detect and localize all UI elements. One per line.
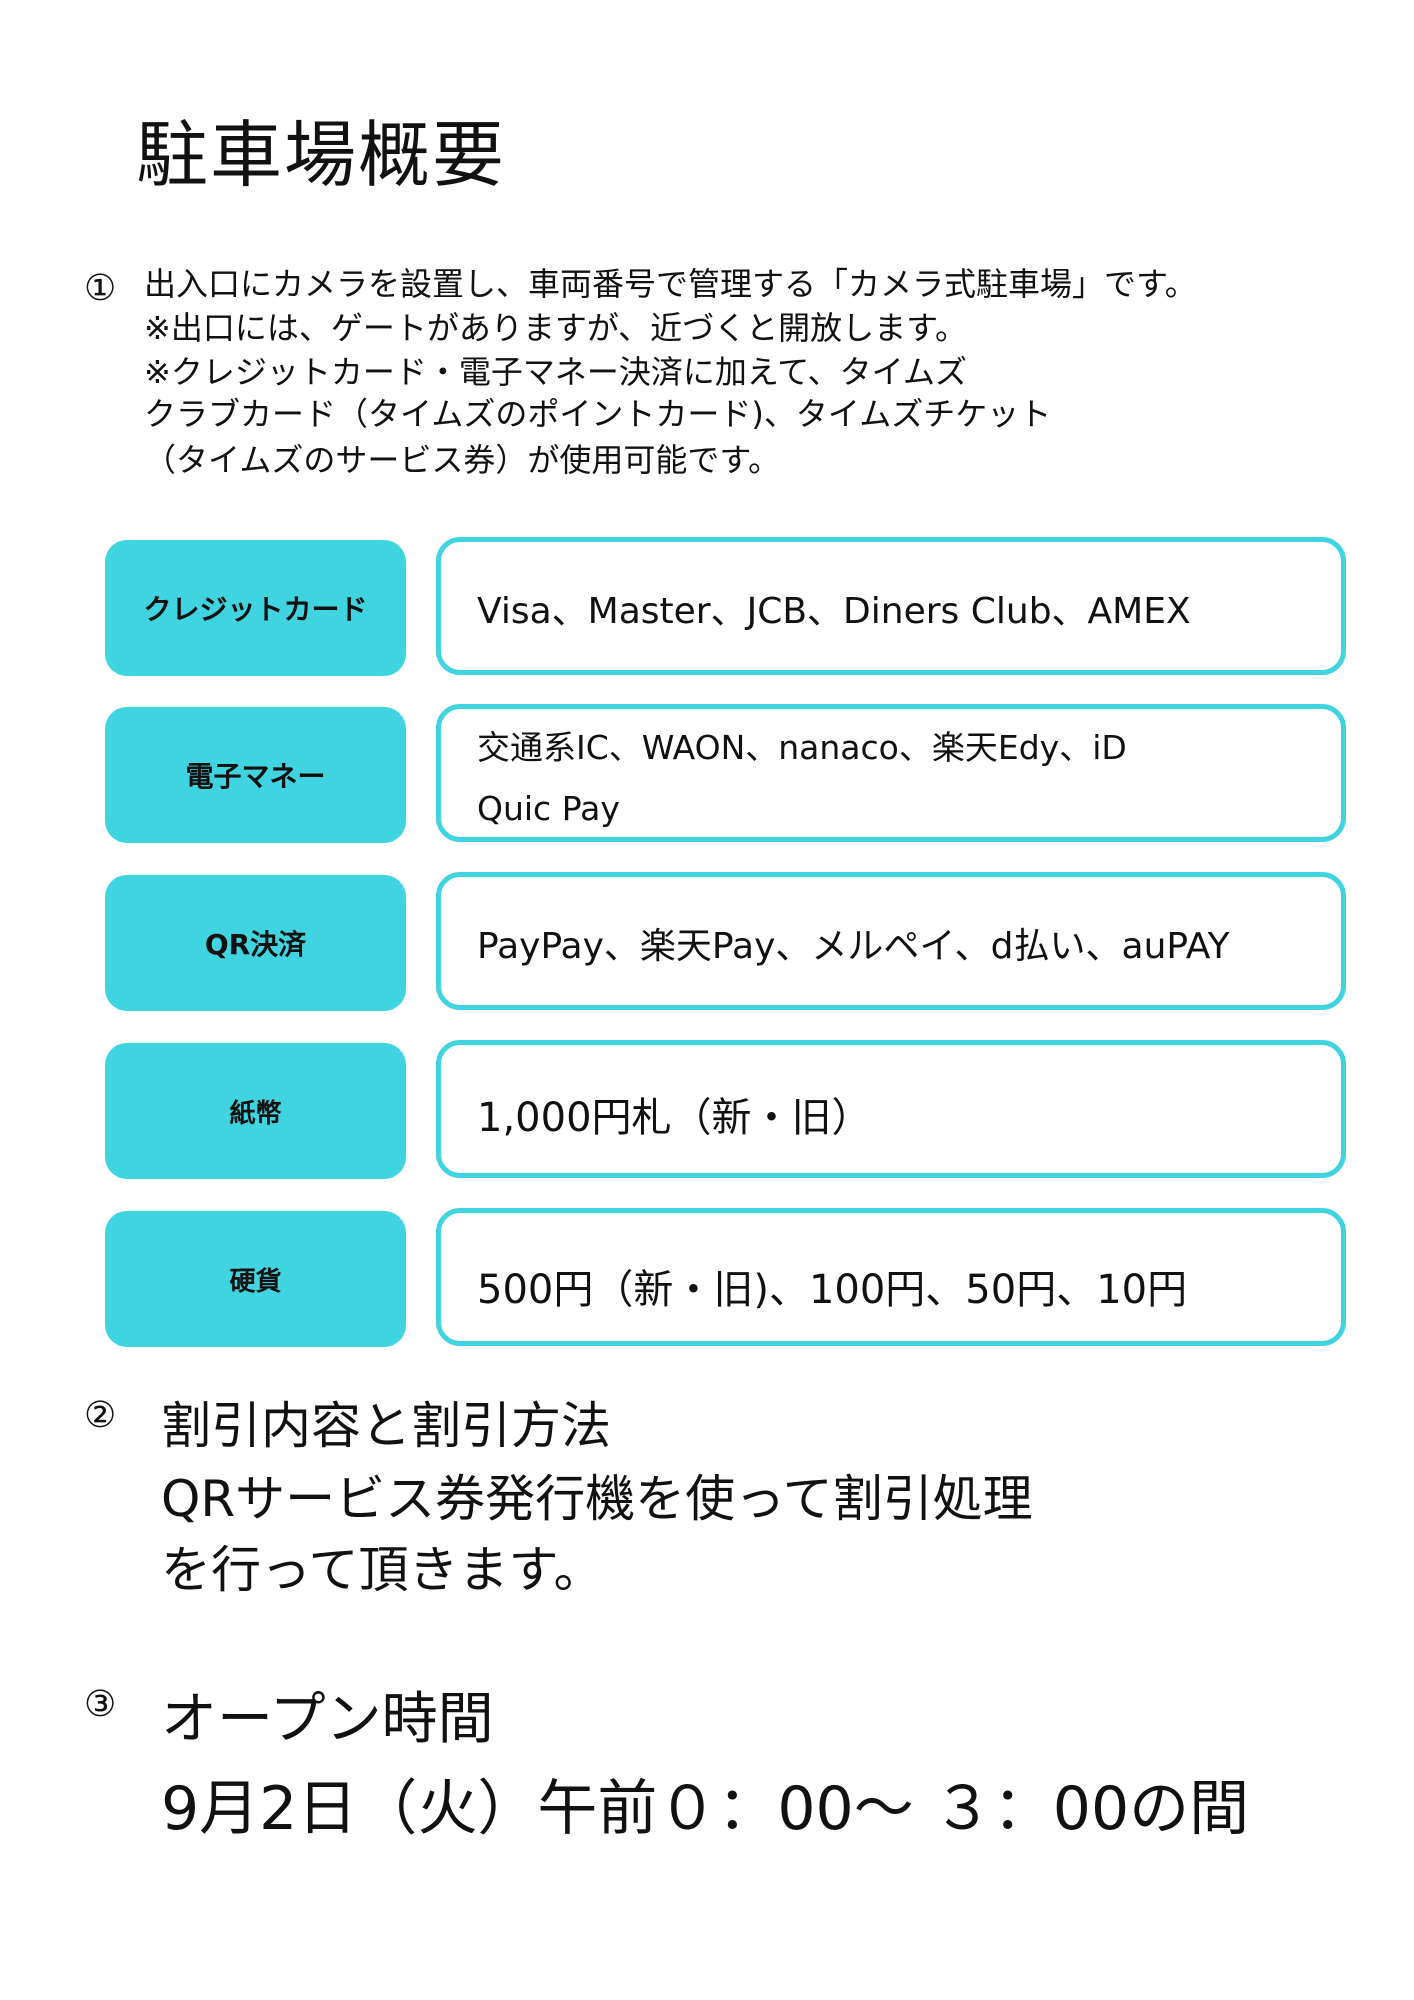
payment-label-bills: 紙幣 — [105, 1043, 406, 1179]
payment-label-emoney: 電子マネー — [105, 707, 406, 843]
payment-value: 500円（新・旧)、100円、50円、10円 — [477, 1267, 1188, 1313]
payment-value-box: 交通系IC、WAON、nanaco、楽天Edy、iD Quic Pay — [436, 704, 1346, 842]
payment-value: Quic Pay — [477, 789, 620, 828]
payment-value: PayPay、楽天Pay、メルペイ、d払い、auPAY — [477, 926, 1230, 967]
section-number: ③ — [84, 1684, 117, 1725]
section-3-heading: オープン時間 — [161, 1687, 494, 1752]
section-1-line: 出入口にカメラを設置し、車両番号で管理する「カメラ式駐車場」です。 — [144, 265, 1197, 303]
section-1-line: クラブカード（タイムズのポイントカード)、タイムズチケット — [144, 395, 1052, 433]
section-1-line: ※クレジットカード・電子マネー決済に加えて、タイムズ — [144, 353, 967, 391]
payment-value: 1,000円札（新・旧） — [477, 1095, 872, 1141]
payment-value-box: 1,000円札（新・旧） — [436, 1040, 1346, 1178]
payment-value-box: Visa、Master、JCB、Diners Club、AMEX — [436, 537, 1346, 675]
section-2-line: を行って頂きます。 — [161, 1541, 604, 1599]
payment-label-qr: QR決済 — [105, 875, 406, 1011]
payment-label-coins: 硬貨 — [105, 1211, 406, 1347]
payment-label-credit: クレジットカード — [105, 540, 406, 676]
section-2-heading: 割引内容と割引方法 — [161, 1397, 611, 1455]
payment-value-box: PayPay、楽天Pay、メルペイ、d払い、auPAY — [436, 872, 1346, 1010]
payment-value: Visa、Master、JCB、Diners Club、AMEX — [477, 591, 1191, 632]
section-1-line: （タイムズのサービス券）が使用可能です。 — [144, 441, 781, 479]
section-1-line: ※出口には、ゲートがありますが、近づくと開放します。 — [144, 309, 967, 347]
section-number: ① — [84, 268, 117, 309]
page-title: 駐車場概要 — [136, 113, 507, 197]
section-number: ② — [84, 1395, 117, 1436]
payment-value-box: 500円（新・旧)、100円、50円、10円 — [436, 1208, 1346, 1346]
open-time: 9月2日（火）午前０：00～ ３：00の間 — [161, 1774, 1250, 1844]
payment-value: 交通系IC、WAON、nanaco、楽天Edy、iD — [477, 728, 1127, 767]
section-2-line: QRサービス券発行機を使って割引処理 — [161, 1470, 1033, 1528]
